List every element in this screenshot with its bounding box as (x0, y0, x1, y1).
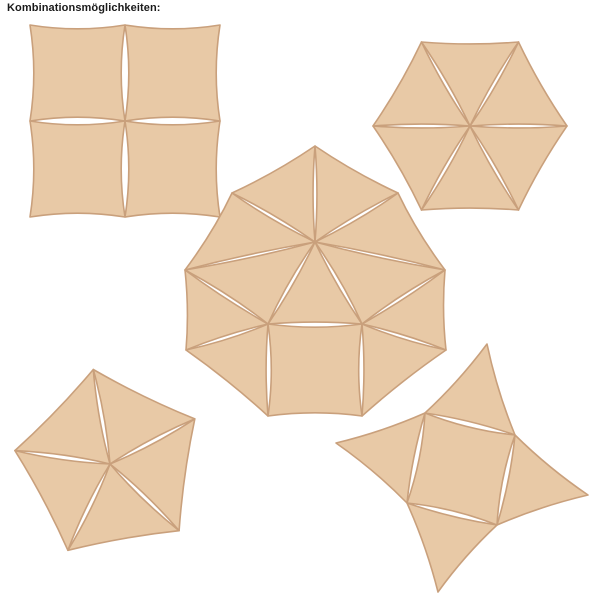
triangle-sail-3 (372, 125, 471, 211)
triangle-sail-5 (420, 41, 520, 127)
triangle-sail-2 (420, 125, 520, 211)
center-square-sail (267, 323, 363, 417)
four-square-sails-figure (29, 24, 221, 218)
upper-triangle-sail-2 (314, 145, 399, 243)
upper-triangle-sail-3 (314, 192, 446, 271)
triangle-sail-5 (14, 368, 111, 465)
square-sail-2 (124, 24, 221, 122)
upper-triangle-sail-4 (184, 192, 316, 271)
right-triangle-sail-2 (361, 269, 447, 351)
triangle-sail-6 (469, 41, 568, 127)
upper-triangle-sail-1 (231, 145, 316, 243)
six-triangle-hexagon-figure (372, 41, 568, 211)
triangle-sail-1 (92, 368, 196, 465)
page-title: Kombinationsmöglichkeiten: (7, 2, 161, 14)
right-triangle-sail-1 (314, 241, 446, 325)
five-triangle-pentagon-figure (14, 368, 196, 552)
triangle-sail-4 (372, 41, 471, 127)
right-triangle-sail (496, 434, 589, 526)
left-triangle-sail-2 (184, 269, 269, 351)
triangle-sail-1 (469, 125, 568, 211)
center-mixed-combination-figure (184, 145, 447, 417)
square-sail-3 (124, 120, 221, 218)
left-triangle-sail-1 (184, 241, 316, 325)
left-triangle-sail-3 (185, 323, 269, 417)
triangle-sail-3 (67, 463, 180, 552)
square-with-four-triangles-figure (335, 343, 589, 593)
center-triangle-sail (267, 241, 363, 325)
triangle-sail-4 (14, 449, 111, 552)
bottom-triangle-sail (406, 502, 498, 593)
square-sail-1 (29, 24, 126, 122)
left-triangle-sail (335, 412, 426, 504)
top-triangle-sail (424, 343, 516, 436)
triangle-sail-2 (109, 418, 196, 532)
square-sail-4 (29, 120, 126, 218)
right-triangle-sail-3 (361, 323, 447, 417)
